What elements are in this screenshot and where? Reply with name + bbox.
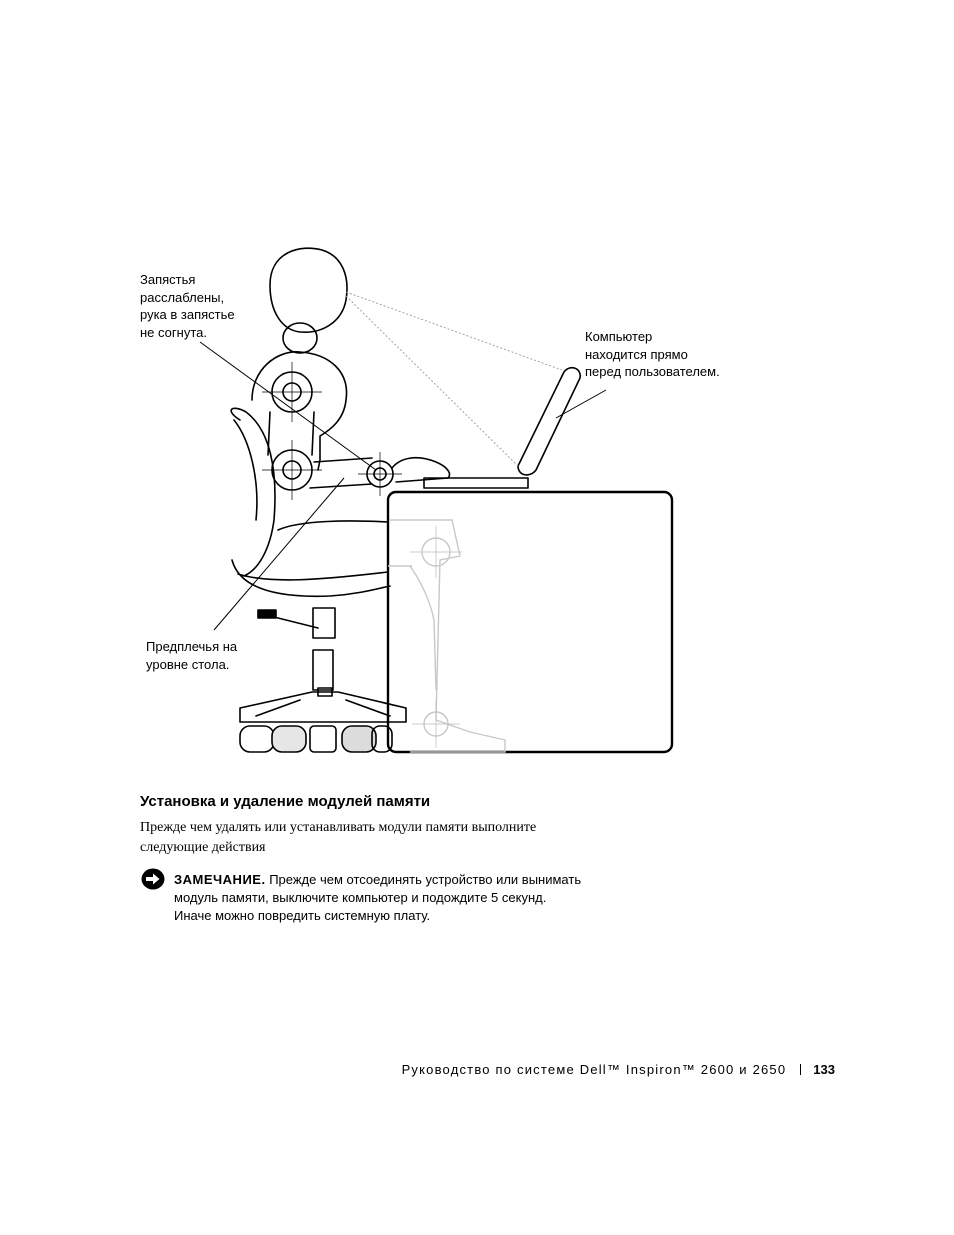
wrist-callout-line bbox=[199, 341, 377, 471]
caster-shape bbox=[239, 725, 275, 753]
laptop-base-shape bbox=[423, 477, 529, 489]
footer-separator bbox=[800, 1064, 802, 1075]
forearm-callout-line bbox=[213, 477, 345, 631]
laptop-screen-shape bbox=[517, 366, 581, 476]
hand-shape bbox=[391, 456, 451, 483]
torso-shape bbox=[251, 351, 348, 471]
notice-arrow-icon bbox=[141, 868, 165, 890]
section-heading: Установка и удаление модулей памяти bbox=[140, 793, 431, 810]
page-footer: Руководство по системе Dell™ Inspiron™ 2… bbox=[402, 1062, 835, 1077]
page-number: 133 bbox=[813, 1062, 835, 1077]
footer-title: Руководство по системе Dell™ Inspiron™ 2… bbox=[401, 1062, 787, 1077]
section-body-text: Прежде чем удалять или устанавливать мод… bbox=[140, 820, 537, 855]
ergonomics-illustration bbox=[199, 247, 674, 754]
notice-label: ЗАМЕЧАНИЕ. bbox=[174, 872, 266, 887]
notice-text: ЗАМЕЧАНИЕ. Прежде чем отсоединять устрой… bbox=[174, 871, 644, 925]
seat-shape bbox=[231, 559, 391, 598]
notice-message: Прежде чем отсоединять устройство или вы… bbox=[174, 872, 582, 923]
chair-base-shape bbox=[239, 691, 407, 723]
forearms-level-label: Предплечья на уровне стола. bbox=[146, 639, 238, 672]
forearm-shape bbox=[309, 457, 373, 489]
chair-column-shape bbox=[312, 607, 336, 639]
head-shape bbox=[269, 247, 348, 333]
wrists-relaxed-label: Запястья расслаблены, рука в запястье не… bbox=[140, 272, 235, 340]
chair-back-shape bbox=[230, 407, 276, 577]
computer-in-front-label: Компьютер находится прямо перед пользова… bbox=[585, 329, 720, 379]
computer-callout-line bbox=[555, 389, 607, 419]
desk-shape bbox=[386, 490, 674, 754]
neck-shape bbox=[282, 322, 318, 354]
